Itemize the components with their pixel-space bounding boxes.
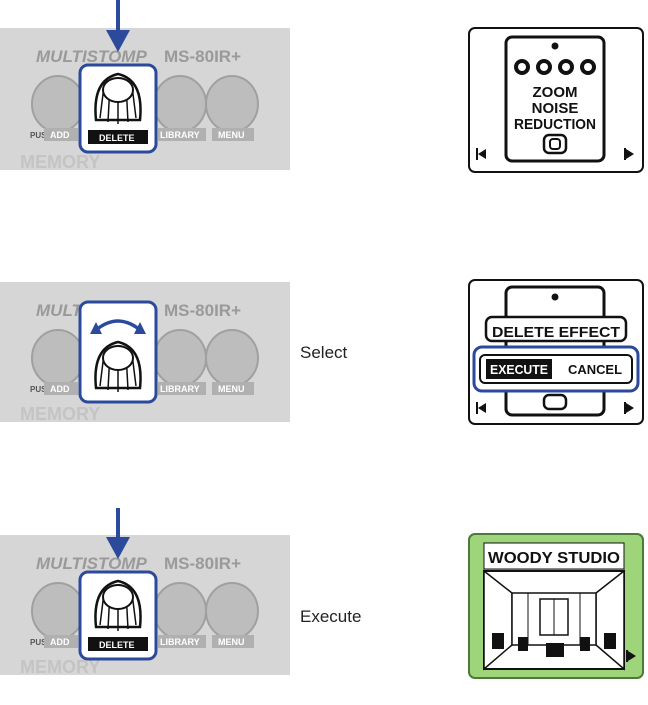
push-label: PUSH (30, 638, 52, 647)
knob-label-library: LIBRARY (160, 637, 200, 647)
knob-add[interactable] (31, 75, 85, 133)
execute-option-selected[interactable] (486, 359, 552, 379)
knob-label-library: LIBRARY (160, 130, 200, 140)
knob-label-menu: MENU (218, 384, 245, 394)
step-3: MULTISTOMP MS-80IR+ PUSH ADD LIBRARY MEN… (0, 505, 648, 705)
pedal-line-3: REDUCTION (514, 116, 596, 133)
knob-label-menu: MENU (218, 637, 245, 647)
left-arrow-icon (478, 149, 486, 159)
knob-menu[interactable] (205, 329, 259, 387)
knob-menu[interactable] (205, 75, 259, 133)
push-label: PUSH (30, 131, 52, 140)
knob-label-delete: DELETE (99, 640, 135, 650)
footer-text: MEMORY (20, 404, 100, 422)
press-arrow-head (106, 30, 130, 52)
pedal-outline (504, 35, 606, 163)
right-arrow-icon (628, 651, 636, 661)
step-2: MULTISTOMP MS-80IR+ PUSH ADD LIBRARY MEN… (0, 255, 648, 455)
brand-text: MULTISTOMP (36, 47, 147, 66)
knob-label-add: ADD (50, 637, 70, 647)
step-label: Execute (300, 607, 362, 626)
press-arrow-head (106, 537, 130, 559)
screen-confirm: DELETE EFFECT EXECUTE CANCEL (468, 279, 644, 425)
knob-library[interactable] (153, 582, 207, 640)
knob-label-library: LIBRARY (160, 384, 200, 394)
patch-title: WOODY STUDIO (488, 550, 620, 567)
device-panel: MULTISTOMP MS-80IR+ PUSH ADD LIBRARY MEN… (0, 508, 290, 675)
footer-text: MEMORY (20, 657, 100, 675)
knob-add[interactable] (31, 329, 85, 387)
step-label: Select (300, 343, 348, 362)
model-text: MS-80IR+ (164, 301, 241, 320)
knob-label-menu: MENU (218, 130, 245, 140)
dialog-title-box (484, 315, 628, 343)
screen-pedal: ZOOM NOISE REDUCTION (468, 27, 644, 173)
execute-option[interactable]: EXECUTE (490, 362, 548, 377)
knob-label-add: ADD (50, 384, 70, 394)
footer-text: MEMORY (20, 152, 100, 170)
screen-patch: WOODY STUDIO (468, 533, 644, 679)
cancel-option[interactable]: CANCEL (568, 362, 622, 377)
device-panel: MULTISTOMP MS-80IR+ PUSH ADD LIBRARY MEN… (0, 282, 290, 422)
turn-arrow (94, 319, 142, 332)
model-text: MS-80IR+ (164, 554, 241, 573)
footswitch-icon (542, 393, 568, 411)
brand-text: MULTISTOMP (36, 554, 147, 573)
knob-menu[interactable] (205, 582, 259, 640)
model-text: MS-80IR+ (164, 47, 241, 66)
step-1: MULTISTOMP MS-80IR+ PUSH ADD LIBRARY MEN… (0, 0, 648, 200)
pedal-line-2: NOISE (532, 100, 579, 117)
knob-library[interactable] (153, 75, 207, 133)
right-arrow-icon (626, 149, 634, 159)
push-label: PUSH (30, 385, 52, 394)
pedal-line-1: ZOOM (533, 84, 578, 101)
dialog-title: DELETE EFFECT (492, 324, 620, 341)
knob-add[interactable] (31, 582, 85, 640)
device-panel: MULTISTOMP MS-80IR+ PUSH ADD LIBRARY MEN… (0, 0, 290, 170)
knob-library[interactable] (153, 329, 207, 387)
left-arrow-icon (478, 403, 486, 413)
knob-label-add: ADD (50, 130, 70, 140)
knob-label-delete: DELETE (99, 133, 135, 143)
right-arrow-icon (626, 403, 634, 413)
